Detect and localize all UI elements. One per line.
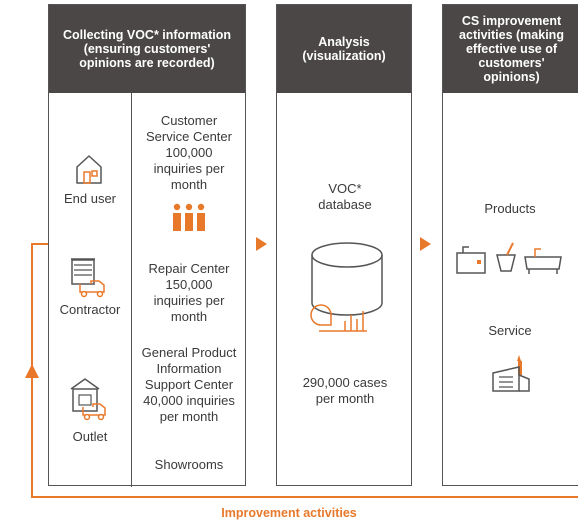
database-label: VOC* database [318, 181, 372, 212]
center-customer-service: Customer Service Center 100,000 inquirie… [146, 113, 232, 192]
analysis-header: Analysis (visualization) [277, 5, 411, 93]
source-outlet: Outlet [72, 429, 108, 444]
center-general-product-info: General Product Information Support Cent… [141, 345, 237, 424]
collecting-divider [131, 93, 133, 487]
flow-arrow-icon [256, 237, 267, 251]
house-icon [76, 155, 102, 184]
database-cylinder-icon [310, 242, 383, 332]
improvement-header: CS improvement activities (making effect… [443, 5, 578, 93]
collecting-panel: Collecting VOC* information (ensuring cu… [48, 4, 246, 487]
center-repair: Repair Center 150,000 inquiries per mont… [148, 261, 230, 324]
improvement-panel: CS improvement activities (making effect… [442, 4, 578, 486]
contractor-truck-icon [71, 258, 105, 298]
products-label: Products [484, 201, 536, 216]
center-showrooms: Showrooms [154, 457, 224, 472]
outlet-store-icon [70, 378, 106, 421]
improvement-loop-label: Improvement activities [221, 506, 357, 520]
service-label: Service [488, 323, 532, 338]
source-contractor: Contractor [59, 302, 121, 317]
analysis-panel: Analysis (visualization) VOC* database 2… [276, 4, 412, 486]
service-van-icon [492, 355, 530, 392]
collecting-header: Collecting VOC* information (ensuring cu… [49, 5, 245, 93]
cases-per-month: 290,000 cases per month [302, 375, 388, 406]
flow-arrow-icon [420, 237, 431, 251]
kitchen-fixtures-icon [456, 242, 562, 274]
source-end-user: End user [63, 191, 117, 206]
people-icon [173, 203, 205, 231]
